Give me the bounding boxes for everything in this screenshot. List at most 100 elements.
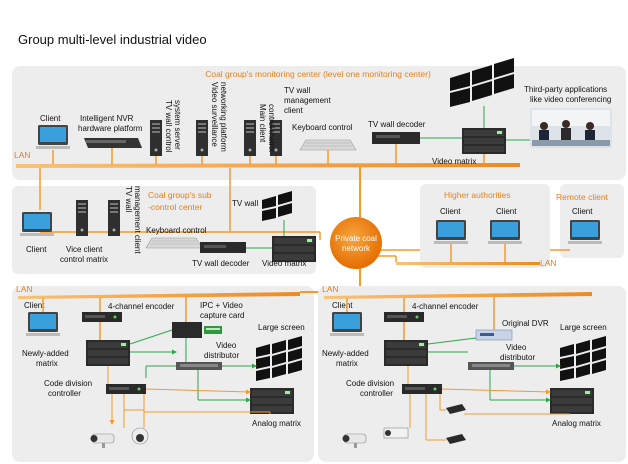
right-cdc-label-2: controller — [360, 389, 393, 398]
right-site-panel — [318, 286, 626, 462]
monitoring-center-header: Coal group's monitoring center (level on… — [205, 69, 431, 79]
video-surveillance-label-2: networking platform — [219, 82, 228, 152]
right-new-matrix-label-2: matrix — [336, 359, 358, 368]
right-encoder — [384, 312, 424, 322]
video-conference-photo — [530, 108, 612, 148]
right-small-device-2 — [446, 434, 466, 444]
vice-control-tower-1 — [76, 200, 88, 236]
right-distributor-label-2: distributor — [500, 353, 535, 362]
right-new-matrix-label-1: Newly-added — [322, 349, 369, 358]
sub-keyboard — [145, 237, 203, 249]
right-encoder-label: 4-channel encoder — [412, 302, 479, 311]
video-surveillance-label-1: Video surveillance — [210, 82, 219, 147]
sub-tv-decoder-label: TV wall decoder — [192, 259, 250, 268]
keyboard-control — [299, 139, 357, 151]
tv-wall-control-label-1: TV wall control — [164, 100, 173, 153]
sub-tv-mgmt-label-2: management client — [133, 186, 142, 254]
left-encoder — [82, 312, 122, 322]
sub-tv-wall-label: TV wall — [232, 199, 258, 208]
left-analog-matrix — [250, 388, 294, 414]
right-dvr-label: Original DVR — [502, 319, 549, 328]
vice-control-tower-2 — [108, 200, 120, 236]
tv-wall-mgmt-label-1: TV wall — [284, 86, 310, 95]
sub-tv-mgmt-label-1: TV wall — [124, 186, 133, 212]
tv-wall-decoder — [372, 132, 420, 144]
right-camera-box — [383, 427, 409, 439]
lan-bar-right — [324, 292, 592, 299]
right-distributor — [468, 362, 514, 370]
third-party-label-1: Third-party applications — [524, 85, 607, 94]
tv-decoder-label: TV wall decoder — [368, 120, 426, 129]
lan-label-top: LAN — [14, 150, 31, 160]
left-client-label: Client — [24, 301, 45, 310]
left-code-division-controller — [106, 384, 146, 394]
tv-wall-mgmt-label-2: management — [284, 96, 331, 105]
left-ipc-capture — [172, 322, 222, 338]
sub-keyboard-label: Keyboard control — [146, 226, 207, 235]
right-analog-label: Analog matrix — [552, 419, 601, 428]
nvr-device — [84, 138, 142, 148]
left-encoder-label: 4-channel encoder — [108, 302, 175, 311]
left-new-matrix-label-2: matrix — [36, 359, 58, 368]
left-camera-dome — [131, 427, 149, 445]
left-distributor — [176, 362, 222, 370]
right-large-screen-label: Large screen — [560, 323, 607, 332]
right-code-division-controller — [402, 384, 442, 394]
nvr-label-1: Intelligent NVR — [80, 114, 134, 123]
left-cdc-label-1: Code division — [44, 379, 92, 388]
right-original-dvr — [475, 329, 513, 341]
lan-bar-higher — [396, 262, 540, 265]
right-lan-label: LAN — [322, 284, 339, 294]
sub-client-label: Client — [26, 245, 47, 254]
right-analog-matrix — [550, 388, 594, 414]
page-title: Group multi-level industrial video — [18, 32, 207, 47]
higher-authorities-panel — [420, 184, 550, 268]
main-client-label-1: Main client — [258, 104, 267, 143]
video-surveillance-server — [196, 120, 208, 156]
sub-header-1: Coal group's sub — [148, 190, 212, 200]
higher-header: Higher authorities — [444, 190, 511, 200]
lan-bar-left — [18, 292, 300, 299]
main-client-control-tower — [244, 120, 256, 156]
right-new-matrix — [384, 340, 428, 366]
left-ipc-label-1: IPC + Video — [200, 301, 243, 310]
left-ipc-label-2: capture card — [200, 311, 244, 320]
right-small-device-1 — [446, 404, 466, 414]
left-large-screen-label: Large screen — [258, 323, 305, 332]
sub-tv-wall — [262, 191, 292, 221]
tv-wall-control-server — [150, 120, 162, 156]
tv-wall-mgmt-label-3: client — [284, 106, 303, 115]
main-client-label-2: control matrix — [267, 104, 276, 152]
video-matrix-label: Video matrix — [432, 157, 476, 166]
left-lan-label: LAN — [16, 284, 33, 294]
keyboard-label: Keyboard control — [292, 123, 353, 132]
vice-label-2: control matrix — [60, 255, 108, 264]
higher-client-2-label: Client — [496, 207, 517, 216]
left-distributor-label-2: distributor — [204, 351, 239, 360]
left-new-matrix — [86, 340, 130, 366]
right-distributor-label-1: Video — [506, 343, 527, 352]
higher-client-1-label: Client — [440, 207, 461, 216]
tv-wall-control-label-2: system server — [173, 100, 182, 150]
client-label: Client — [40, 114, 61, 123]
sub-header-2: -control center — [148, 202, 202, 212]
right-client-label: Client — [332, 301, 353, 310]
remote-client-label: Client — [572, 207, 593, 216]
sub-tv-wall-decoder — [200, 242, 246, 253]
video-matrix — [462, 128, 506, 154]
remote-header: Remote client — [556, 192, 609, 202]
lan-bar-top — [16, 163, 520, 168]
right-cdc-label-1: Code division — [346, 379, 394, 388]
third-party-label-2: like video conferencing — [530, 95, 611, 104]
left-cdc-label-2: controller — [48, 389, 81, 398]
private-network-node — [330, 217, 382, 269]
tv-wall-top — [450, 58, 514, 107]
left-new-matrix-label-1: Newly-added — [22, 349, 69, 358]
left-site-panel — [12, 286, 314, 462]
private-network-label-2: network — [342, 244, 371, 253]
private-network-label-1: Private coal — [335, 234, 377, 243]
nvr-label-2: hardware platform — [78, 124, 143, 133]
left-analog-label: Analog matrix — [252, 419, 301, 428]
vice-label-1: Vice client — [66, 245, 103, 254]
